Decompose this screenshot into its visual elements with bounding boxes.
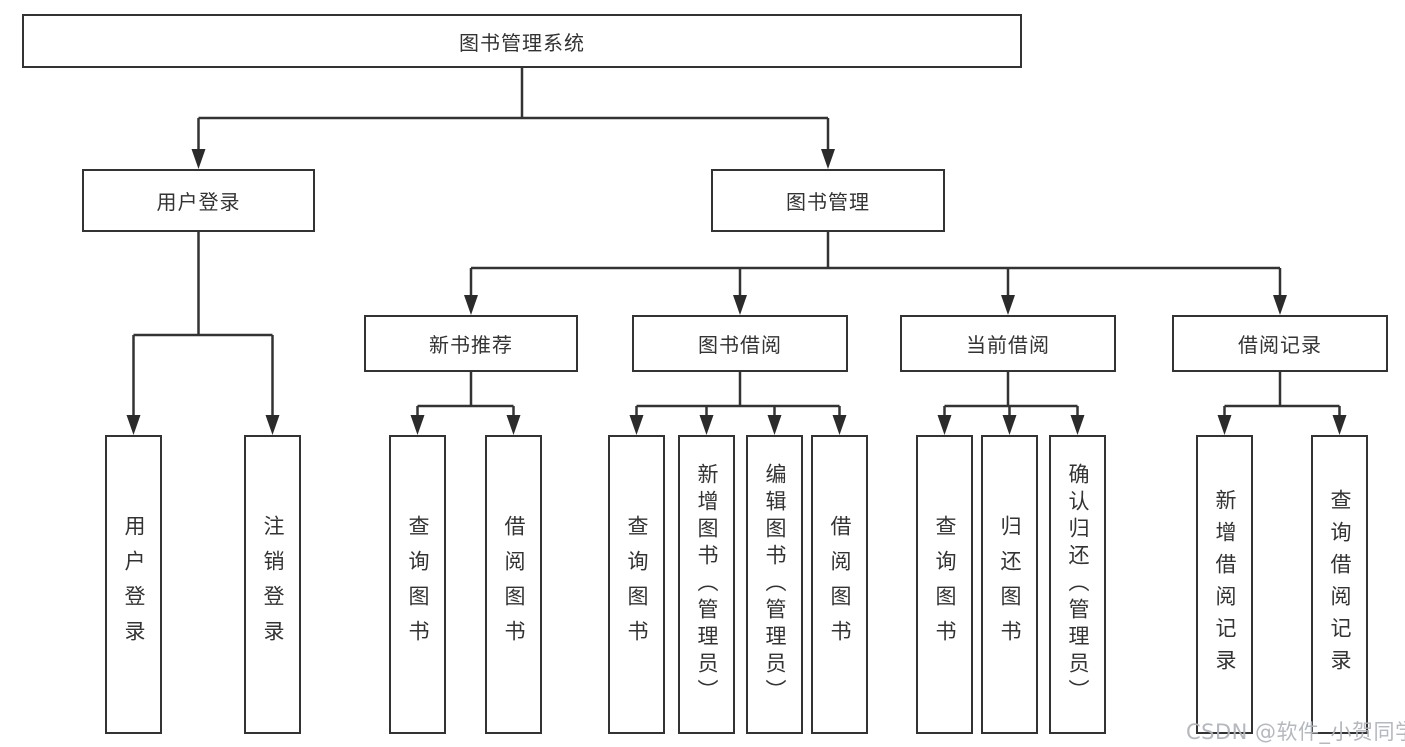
- leaf-query-borrow-record: 查询借阅记录: [1311, 435, 1368, 734]
- node-book-borrow: 图书借阅: [632, 315, 848, 372]
- node-new-book-recommend-label: 新书推荐: [429, 333, 513, 357]
- node-borrow-records: 借阅记录: [1172, 315, 1388, 372]
- leaf-confirm-return-admin-label: 确认归还（管理员）: [1066, 463, 1090, 706]
- node-user-login: 用户登录: [82, 169, 315, 232]
- node-root-label: 图书管理系统: [459, 30, 585, 55]
- node-user-login-label: 用户登录: [156, 190, 241, 214]
- leaf-query-borrow-record-label: 查询借阅记录: [1328, 488, 1352, 681]
- leaf-query-books-recommend-label: 查询图书: [406, 514, 430, 655]
- leaf-return-books-label: 归还图书: [998, 514, 1022, 655]
- leaf-add-books-admin-label: 新增图书（管理员）: [695, 463, 719, 706]
- leaf-query-books-current: 查询图书: [916, 435, 973, 734]
- leaf-query-books-borrow: 查询图书: [608, 435, 665, 734]
- leaf-borrow-books-label: 借阅图书: [828, 514, 852, 655]
- leaf-query-books-borrow-label: 查询图书: [625, 514, 649, 655]
- leaf-logout: 注销登录: [244, 435, 301, 734]
- node-book-borrow-label: 图书借阅: [698, 333, 782, 357]
- node-borrow-records-label: 借阅记录: [1238, 333, 1322, 357]
- leaf-edit-books-admin-label: 编辑图书（管理员）: [763, 463, 787, 706]
- csdn-watermark: CSDN @软件_小贺同学: [1186, 720, 1405, 744]
- leaf-edit-books-admin: 编辑图书（管理员）: [746, 435, 803, 734]
- node-book-management-label: 图书管理: [786, 190, 870, 214]
- leaf-return-books: 归还图书: [981, 435, 1038, 734]
- leaf-add-borrow-record-label: 新增借阅记录: [1213, 488, 1237, 681]
- leaf-confirm-return-admin: 确认归还（管理员）: [1049, 435, 1106, 734]
- node-book-management: 图书管理: [711, 169, 945, 232]
- leaf-query-books-recommend: 查询图书: [389, 435, 446, 734]
- node-current-borrow-label: 当前借阅: [966, 333, 1050, 357]
- leaf-user-login: 用户登录: [105, 435, 162, 734]
- leaf-borrow-books: 借阅图书: [811, 435, 868, 734]
- leaf-borrow-books-recommend-label: 借阅图书: [502, 514, 526, 655]
- leaf-user-login-label: 用户登录: [122, 514, 146, 655]
- node-current-borrow: 当前借阅: [900, 315, 1116, 372]
- leaf-add-books-admin: 新增图书（管理员）: [678, 435, 735, 734]
- node-root: 图书管理系统: [22, 14, 1022, 68]
- leaf-add-borrow-record: 新增借阅记录: [1196, 435, 1253, 734]
- leaf-query-books-current-label: 查询图书: [933, 514, 957, 655]
- leaf-logout-label: 注销登录: [261, 514, 285, 655]
- leaf-borrow-books-recommend: 借阅图书: [485, 435, 542, 734]
- node-new-book-recommend: 新书推荐: [364, 315, 578, 372]
